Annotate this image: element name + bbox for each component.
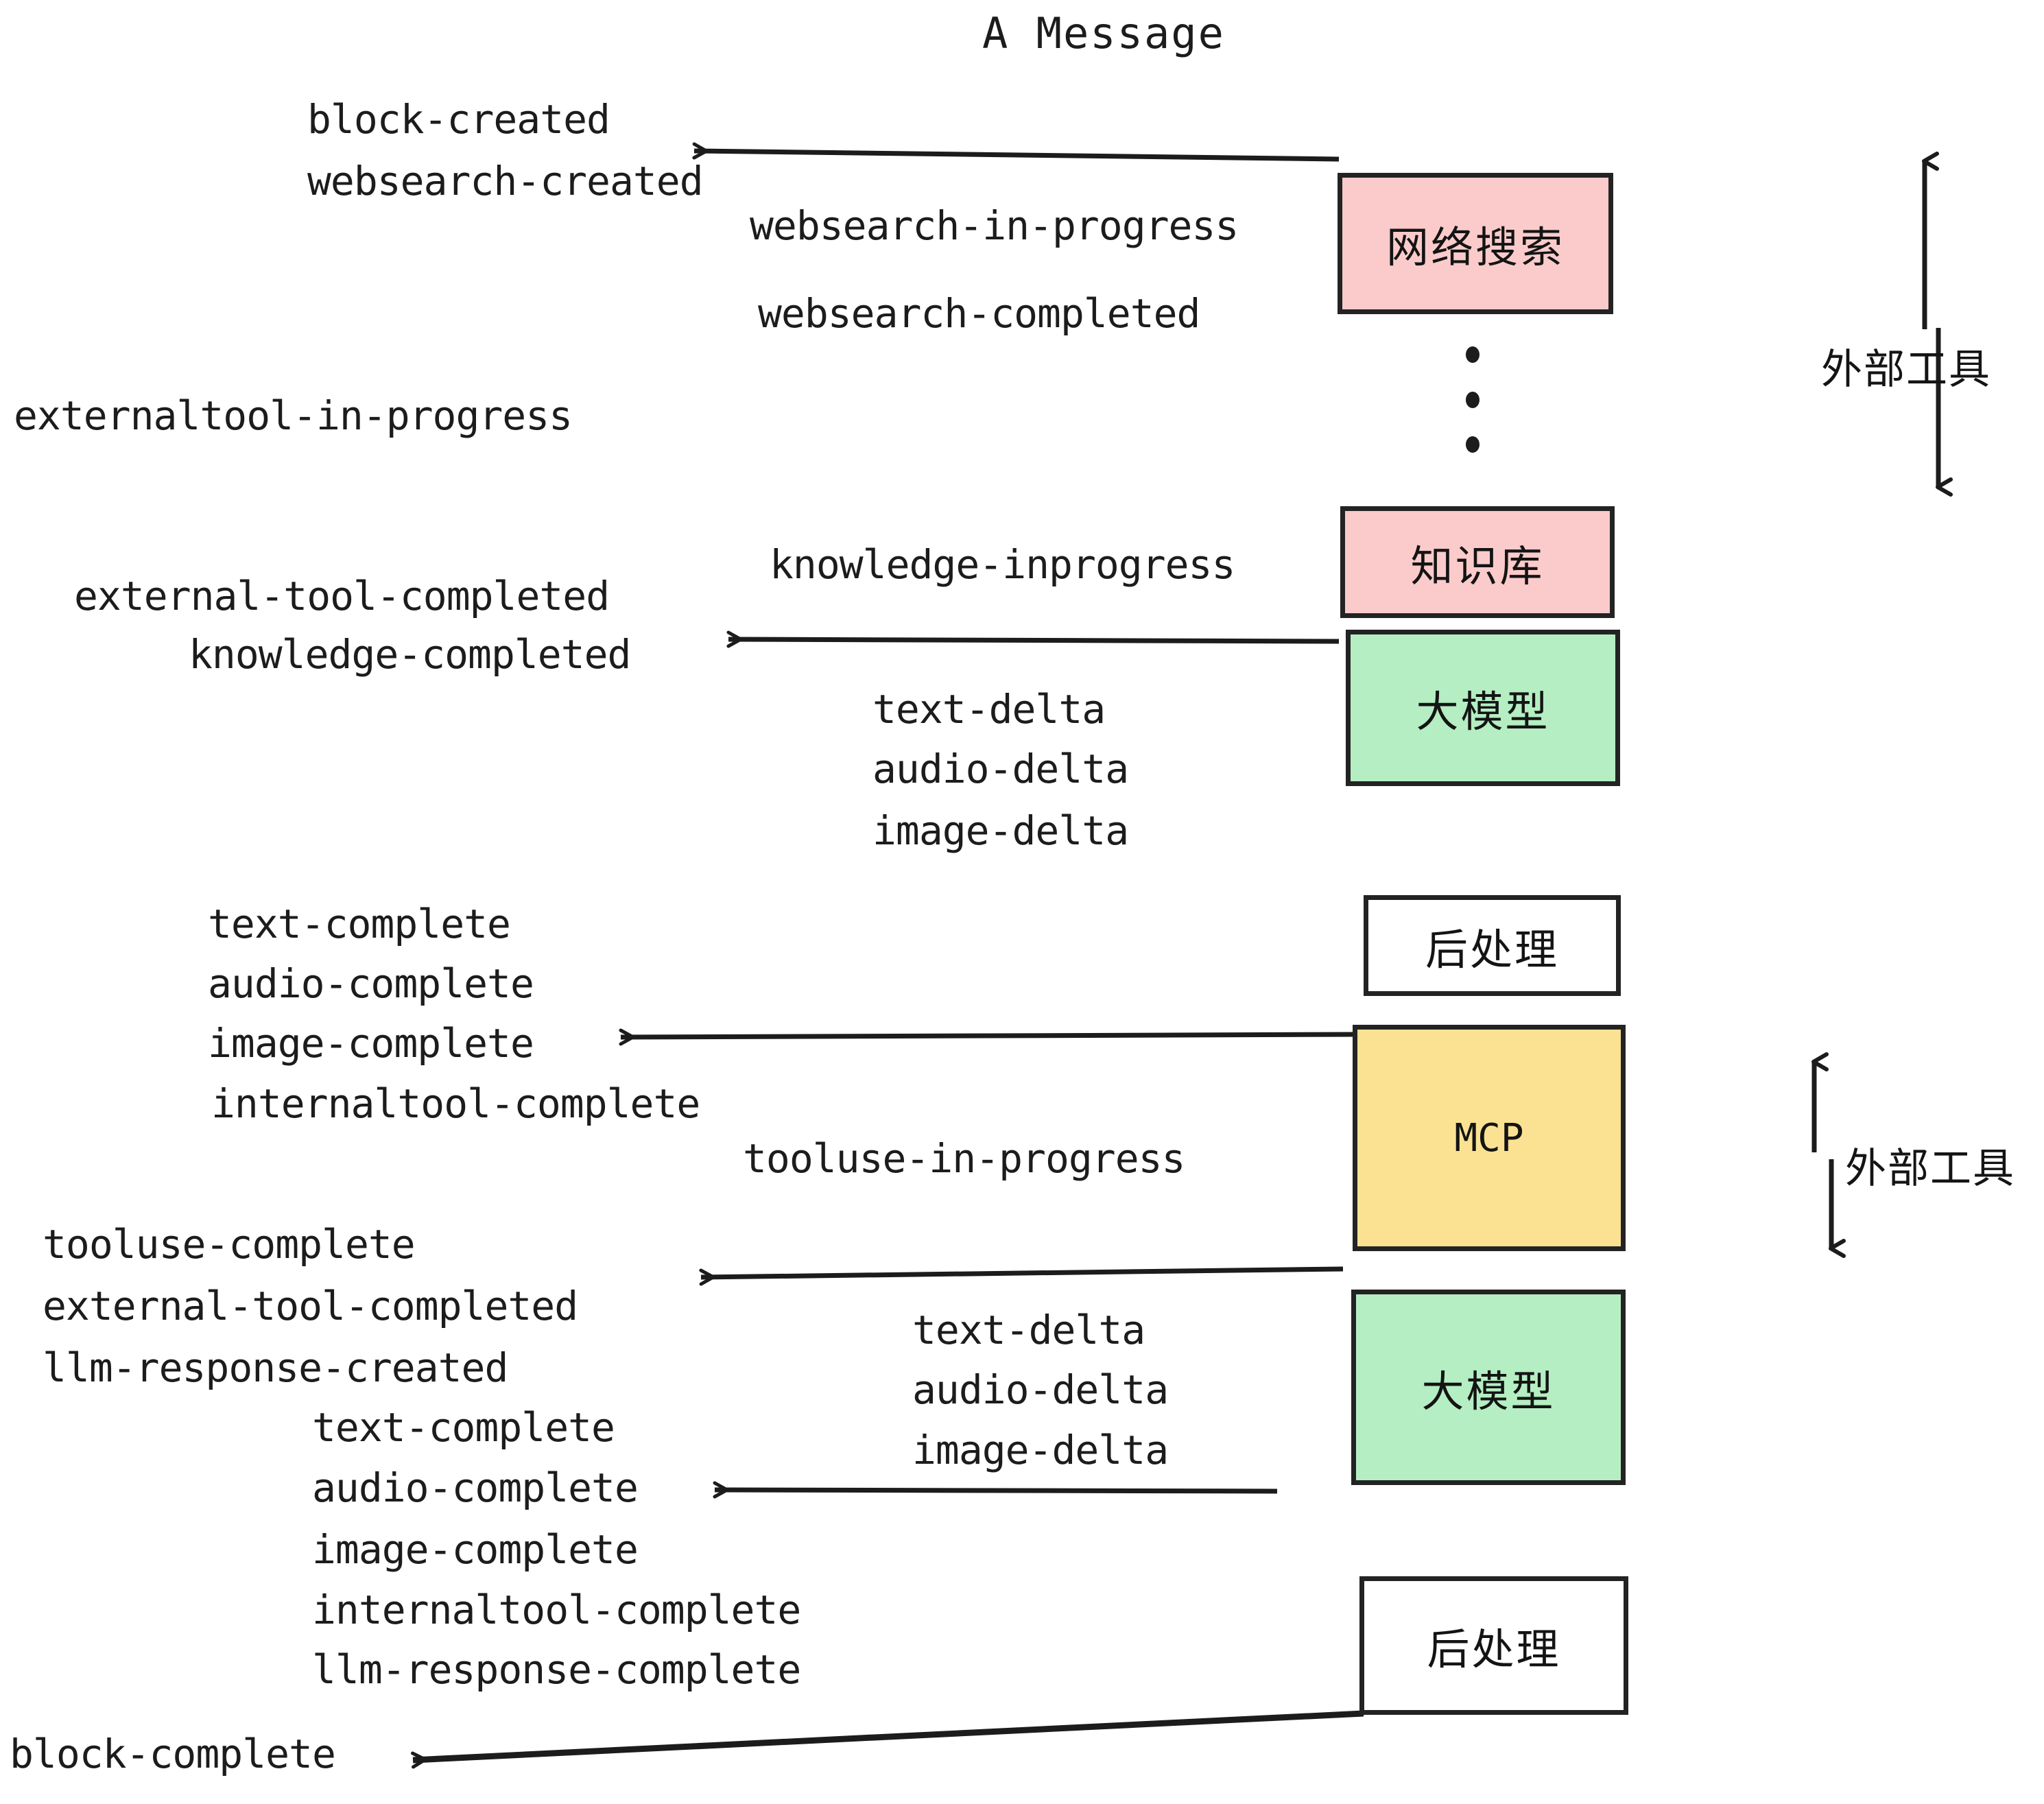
- box-llm-1-label: 大模型: [1416, 687, 1550, 737]
- event-audio-delta-2: audio-delta: [912, 1366, 1169, 1413]
- event-websearch-created: websearch-created: [307, 158, 704, 204]
- box-knowledge-label: 知识库: [1410, 541, 1545, 591]
- event-text-delta-1: text-delta: [872, 686, 1106, 733]
- event-audio-complete-2: audio-complete: [312, 1464, 639, 1511]
- event-text-delta-2: text-delta: [912, 1307, 1145, 1353]
- ellipsis-dot: [1466, 346, 1479, 363]
- event-websearch-in-progress: websearch-in-progress: [750, 202, 1239, 249]
- event-text-complete-1: text-complete: [208, 901, 511, 947]
- event-llm-response-created: llm-response-created: [43, 1344, 508, 1391]
- event-externaltool-in-progress: externaltool-in-progress: [14, 392, 573, 439]
- event-block-created: block-created: [307, 96, 610, 143]
- box-postprocess-2[interactable]: 后处理: [1359, 1576, 1628, 1715]
- box-llm-1[interactable]: 大模型: [1346, 630, 1620, 786]
- event-tooluse-complete: tooluse-complete: [43, 1221, 416, 1268]
- box-llm-2[interactable]: 大模型: [1351, 1290, 1626, 1485]
- vertical-ellipsis: [1464, 346, 1481, 453]
- box-mcp-label: MCP: [1454, 1115, 1524, 1161]
- event-image-delta-2: image-delta: [912, 1427, 1169, 1473]
- arrow-image-complete: [619, 1028, 1362, 1046]
- box-knowledge[interactable]: 知识库: [1340, 506, 1615, 618]
- event-knowledge-inprogress: knowledge-inprogress: [770, 541, 1235, 588]
- event-external-tool-completed-1: external-tool-completed: [74, 573, 610, 619]
- event-internaltool-complete-1: internaltool-complete: [211, 1080, 700, 1127]
- box-mcp[interactable]: MCP: [1353, 1025, 1626, 1251]
- event-image-delta-1: image-delta: [872, 807, 1129, 854]
- event-internaltool-complete-2: internaltool-complete: [312, 1587, 801, 1633]
- box-websearch-label: 网络搜索: [1386, 222, 1565, 272]
- event-knowledge-completed: knowledge-completed: [189, 631, 631, 678]
- arrow-block-created: [692, 142, 1340, 162]
- box-postprocess-1[interactable]: 后处理: [1364, 895, 1621, 996]
- page-title: A Message: [982, 8, 1225, 58]
- arrow-audio-complete: [713, 1481, 1278, 1499]
- ellipsis-dot: [1466, 436, 1479, 453]
- event-audio-delta-1: audio-delta: [872, 746, 1129, 792]
- event-external-tool-completed-2: external-tool-completed: [43, 1283, 578, 1329]
- box-postprocess-1-label: 后处理: [1425, 924, 1559, 975]
- arrow-knowledge-completed: [726, 630, 1340, 648]
- event-text-complete-2: text-complete: [312, 1404, 615, 1451]
- event-block-complete: block-complete: [10, 1731, 336, 1777]
- event-audio-complete-1: audio-complete: [208, 960, 534, 1007]
- box-llm-2-label: 大模型: [1421, 1366, 1556, 1416]
- event-websearch-completed: websearch-completed: [758, 290, 1200, 337]
- event-image-complete-2: image-complete: [312, 1526, 639, 1573]
- side-label-external-tools-bottom: 外部工具: [1845, 1145, 2015, 1193]
- box-postprocess-2-label: 后处理: [1427, 1624, 1561, 1674]
- arrow-tooluse-complete: [699, 1266, 1344, 1286]
- box-websearch[interactable]: 网络搜索: [1338, 173, 1613, 314]
- event-tooluse-in-progress: tooluse-in-progress: [743, 1135, 1185, 1182]
- side-label-external-tools-top: 外部工具: [1821, 346, 1991, 394]
- event-llm-response-complete: llm-response-complete: [312, 1646, 801, 1693]
- event-image-complete-1: image-complete: [208, 1020, 534, 1067]
- arrow-block-complete: [411, 1710, 1364, 1769]
- ellipsis-dot: [1466, 391, 1479, 408]
